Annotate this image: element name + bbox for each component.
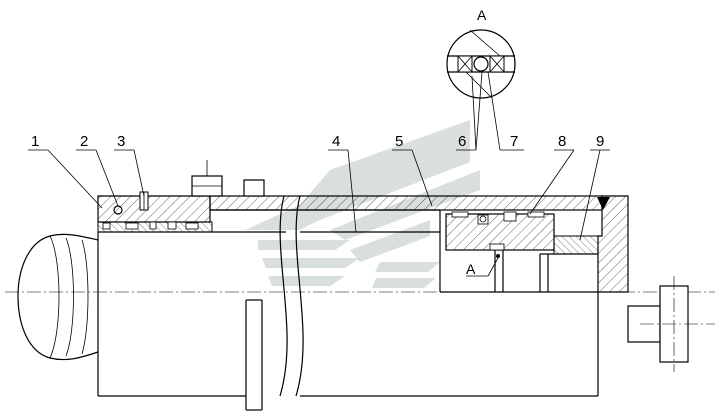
callout-5: 5 <box>395 133 403 150</box>
piston <box>445 211 555 292</box>
cylinder-barrel <box>209 195 629 293</box>
callout-7: 7 <box>510 133 518 150</box>
callout-9: 9 <box>596 133 604 150</box>
callout-1: 1 <box>31 133 39 150</box>
callout-8: 8 <box>558 133 566 150</box>
callout-4: 4 <box>332 133 340 150</box>
rod-end-head <box>17 233 99 361</box>
callout-3: 3 <box>117 133 125 150</box>
leader-lines <box>28 71 610 241</box>
gland-head <box>97 191 213 233</box>
piston-rod <box>97 231 599 411</box>
break-lines <box>279 195 304 397</box>
oil-port-fitting-mid <box>243 179 265 197</box>
detail-view-label: A <box>477 7 487 23</box>
section-marker-label: A <box>466 261 476 277</box>
callout-6: 6 <box>458 133 466 150</box>
lock-nut <box>539 235 599 292</box>
oil-port-fitting-left <box>191 160 223 197</box>
section-marker-a: A <box>466 254 500 277</box>
detail-view-a: A <box>446 7 516 99</box>
rear-clevis <box>627 276 715 372</box>
callout-2: 2 <box>80 133 88 150</box>
